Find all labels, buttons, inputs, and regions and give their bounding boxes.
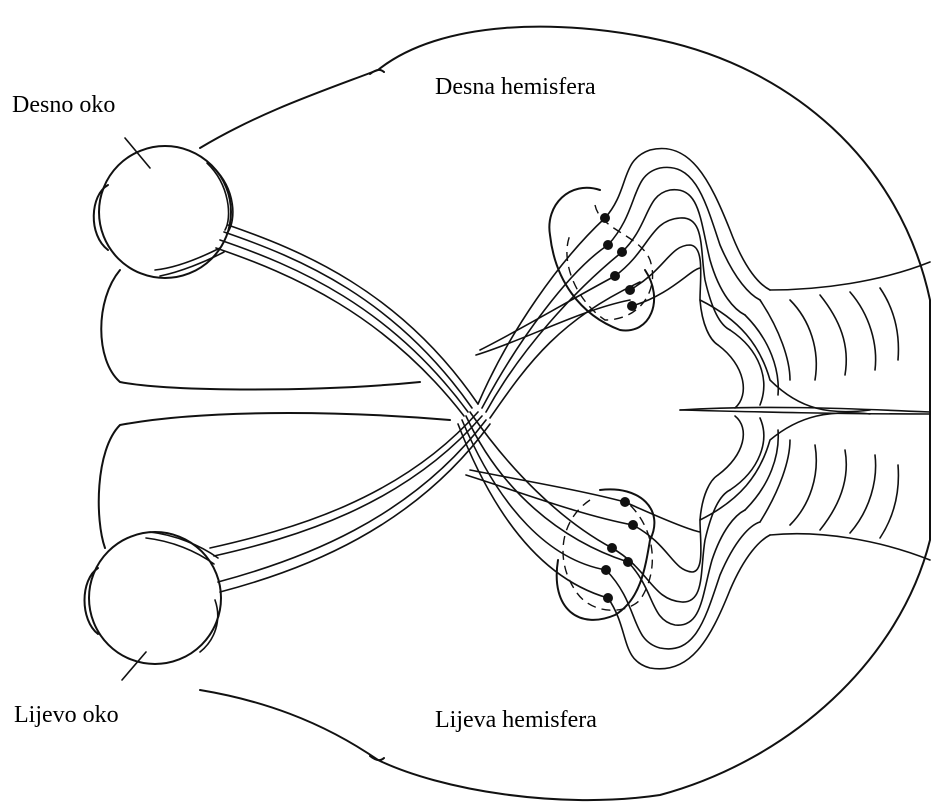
right-lgn-outline xyxy=(549,188,654,331)
right-optic-radiations xyxy=(605,148,930,411)
left-eye xyxy=(85,532,222,664)
left-frontal-lobe xyxy=(99,413,450,548)
left-optic-radiations xyxy=(606,413,930,669)
left-optic-nerve xyxy=(210,412,490,592)
right-frontal-lobe xyxy=(101,270,420,390)
right-eye-leader xyxy=(125,138,150,168)
right-optic-tract xyxy=(476,218,640,418)
right-eye xyxy=(94,146,233,278)
